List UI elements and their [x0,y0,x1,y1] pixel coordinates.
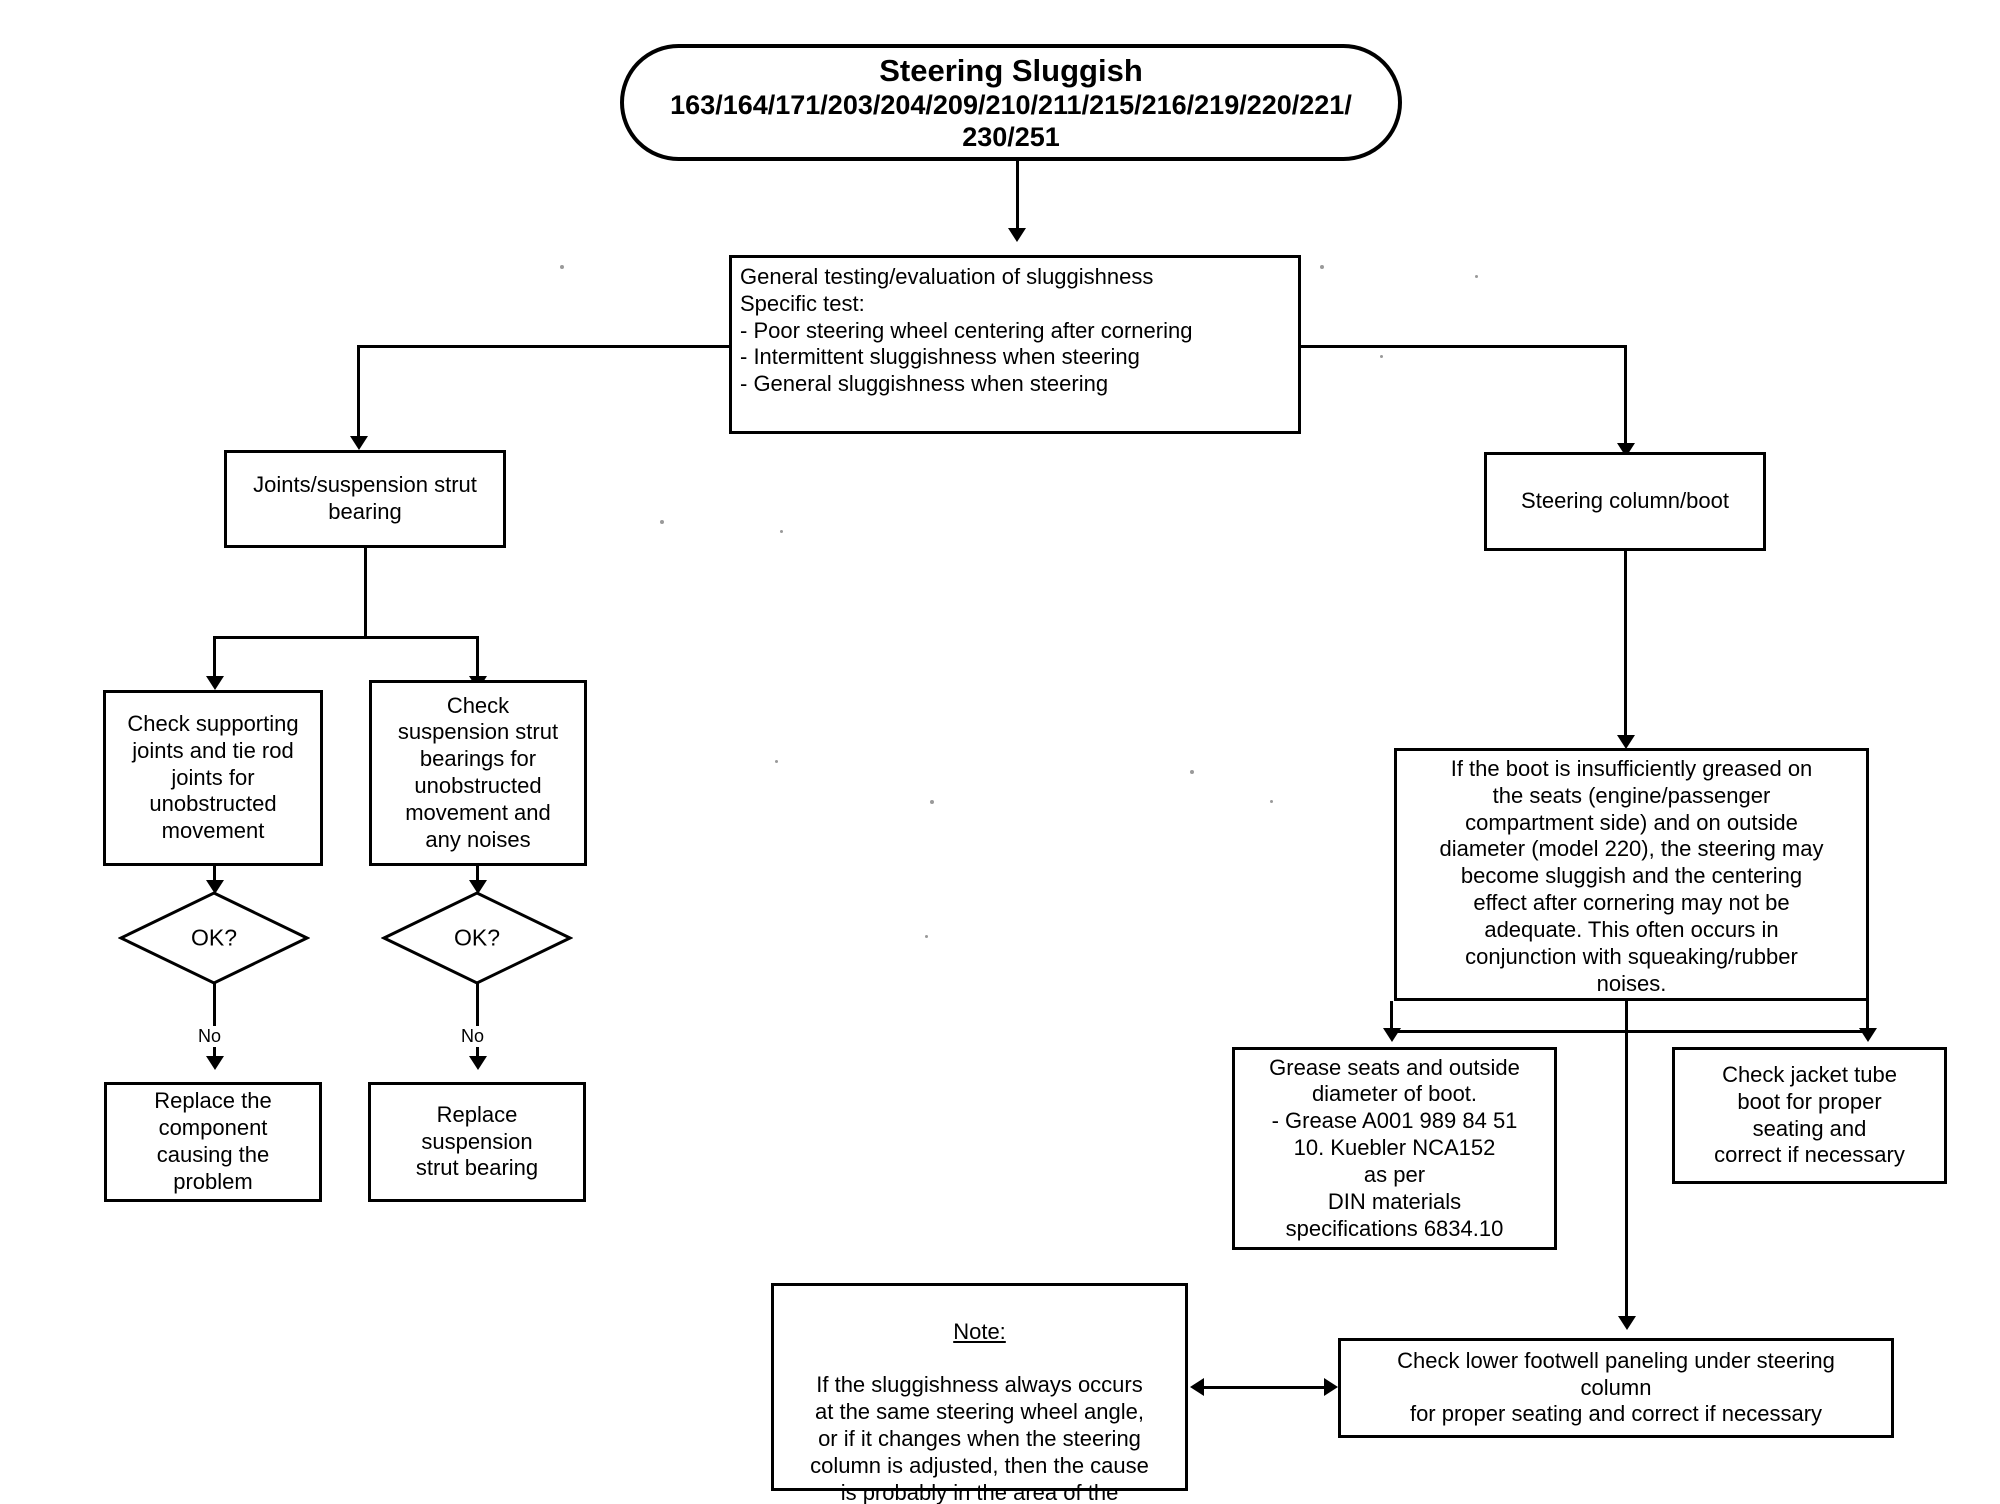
diamond-shape-right [381,891,573,985]
scan-speckle [1380,355,1383,358]
boot-grease-info-text: If the boot is insufficiently greased on… [1439,756,1824,996]
edge-label-no-left: No [196,1026,224,1047]
scan-speckle [1190,770,1194,774]
connector-info-right-leg [1866,1001,1869,1036]
replace-component-text: Replace the component causing the proble… [154,1088,272,1194]
note-body: If the sluggishness always occurs at the… [810,1372,1149,1504]
connector-down-right-branch [1624,345,1627,448]
connector-split-left [357,345,731,348]
replace-strut-bearing-box: Replace suspension strut bearing [368,1082,586,1202]
check-supporting-joints-text: Check supporting joints and tie rod join… [127,710,299,844]
note-heading: Note: [953,1318,1006,1344]
connector-supporting-to-diamond [213,866,216,890]
connector-start-to-general [1016,161,1019,233]
connector-joints-down [364,548,367,638]
scan-speckle [780,530,783,533]
arrow-to-grease-seats [1383,1028,1401,1042]
decision-label-right: OK? [453,924,501,951]
scan-speckle [1320,265,1324,269]
scan-speckle [930,800,934,804]
scan-speckle [560,265,564,269]
replace-component-box: Replace the component causing the proble… [104,1082,322,1202]
title-primary: Steering Sluggish [879,52,1143,88]
check-footwell-text: Check lower footwell paneling under stee… [1397,1347,1835,1427]
note-box: Note: If the sluggishness always occurs … [771,1283,1188,1504]
check-strut-bearings-box: Check suspension strut bearings for unob… [369,680,587,866]
scan-speckle [925,935,928,938]
scan-speckle [775,760,778,763]
title-models: 163/164/171/203/204/209/210/211/215/216/… [670,89,1352,153]
diamond-shape-left [118,891,310,985]
connector-strut-to-diamond [476,866,479,890]
arrow-to-replace-component [206,1056,224,1070]
connector-diamond-left-no [213,983,216,1062]
arrow-note-right-head [1324,1378,1338,1396]
check-footwell-box: Check lower footwell paneling under stee… [1338,1338,1894,1438]
decision-diamond-left: OK? [118,890,310,986]
start-terminator: Steering Sluggish 163/164/171/203/204/20… [620,44,1402,161]
arrow-to-replace-strut-bearing [469,1056,487,1070]
arrow-to-joints-box [350,436,368,450]
arrow-to-check-supporting-joints [206,676,224,690]
joints-suspension-box: Joints/suspension strut bearing [224,450,506,548]
replace-strut-bearing-text: Replace suspension strut bearing [415,1101,539,1181]
decision-diamond-right: OK? [381,890,573,986]
scan-speckle [660,520,664,524]
connector-joints-right-leg [476,636,479,680]
general-testing-text: General testing/evaluation of sluggishne… [740,264,1193,397]
connector-split-right [1300,345,1627,348]
connector-diamond-right-no [476,983,479,1062]
connector-note-to-footwell [1196,1386,1332,1389]
connector-info-left-leg [1390,1001,1393,1036]
check-jacket-tube-text: Check jacket tube boot for proper seatin… [1714,1061,1905,1168]
boot-grease-info-frame [1394,748,1869,1001]
check-strut-bearings-text: Check suspension strut bearings for unob… [397,692,559,852]
connector-info-mid-leg [1625,1001,1628,1321]
arrow-to-boot-info [1617,735,1635,749]
grease-seats-box: Grease seats and outside diameter of boo… [1232,1047,1557,1250]
arrow-strut-to-diamond [469,880,487,894]
steering-column-box: Steering column/boot [1484,452,1766,551]
joints-suspension-text: Joints/suspension strut bearing [253,472,477,524]
note-text-wrap: Note: If the sluggishness always occurs … [780,1292,1179,1504]
connector-steering-column-down [1624,551,1627,741]
connector-joints-split [213,636,479,639]
edge-label-no-right: No [459,1026,487,1047]
decision-label-left: OK? [190,924,238,951]
connector-joints-left-leg [213,636,216,680]
general-testing-box: General testing/evaluation of sluggishne… [729,255,1301,434]
arrow-start-to-general [1008,228,1026,242]
connector-down-left-branch [357,345,360,441]
grease-seats-text: Grease seats and outside diameter of boo… [1269,1054,1520,1241]
arrow-note-left-head [1190,1378,1204,1396]
boot-grease-info-box: If the boot is insufficiently greased on… [1394,748,1869,1008]
connector-info-split [1390,1030,1869,1033]
check-jacket-tube-box: Check jacket tube boot for proper seatin… [1672,1047,1947,1184]
check-supporting-joints-box: Check supporting joints and tie rod join… [103,690,323,866]
steering-column-text: Steering column/boot [1521,488,1729,514]
arrow-to-check-footwell [1618,1316,1636,1330]
scan-speckle [1475,275,1478,278]
scan-speckle [1270,800,1273,803]
arrow-supporting-to-diamond [206,880,224,894]
arrow-to-check-jacket-tube [1859,1028,1877,1042]
